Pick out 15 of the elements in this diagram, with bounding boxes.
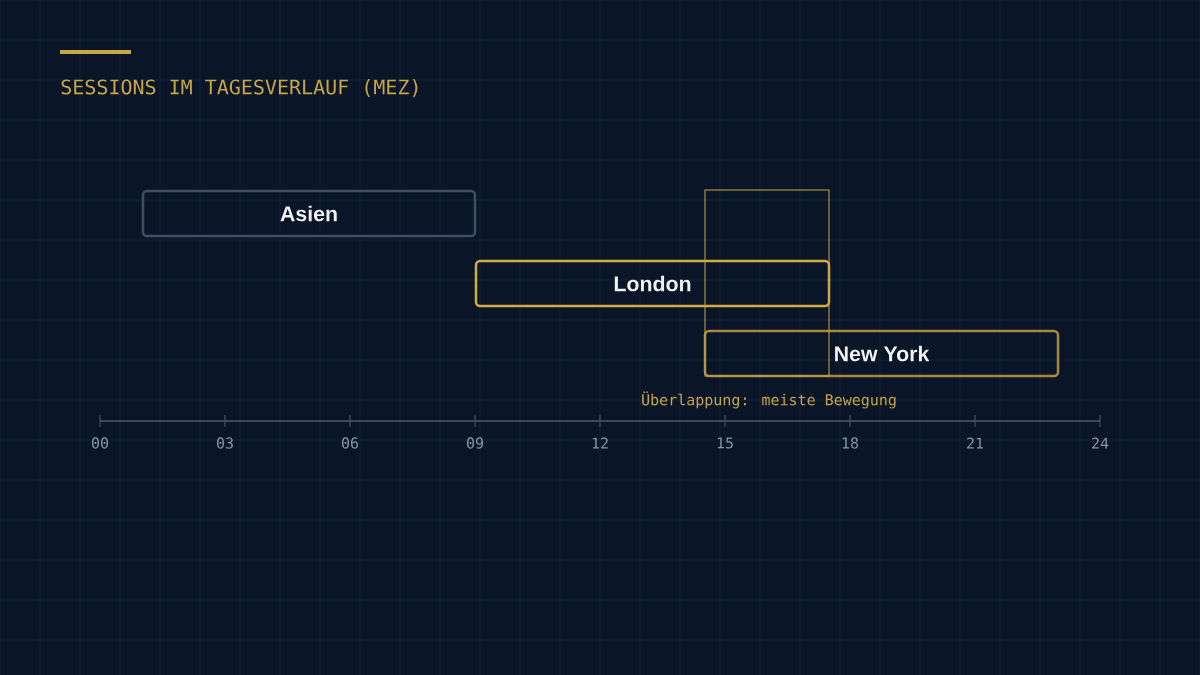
- session-bar: Asien: [141, 189, 477, 238]
- tick-label: 24: [1092, 437, 1109, 449]
- session-bar: New York: [703, 329, 1060, 378]
- tick-label: 18: [842, 437, 859, 449]
- tick-label: 12: [592, 437, 608, 449]
- overlap-frame: [704, 189, 830, 377]
- tick-label: 21: [967, 437, 983, 449]
- node-label: Überlappung: meiste Bewegung: [642, 391, 896, 409]
- session-bar: London: [474, 259, 831, 308]
- title: SESSIONS IM TAGESVERLAUF (MEZ): [61, 79, 418, 97]
- tick-label: 03: [216, 437, 233, 449]
- tick-label: 15: [717, 437, 733, 449]
- tick-label: 09: [466, 437, 483, 449]
- tick-label: 00: [91, 437, 109, 449]
- tick-label: 06: [341, 437, 359, 449]
